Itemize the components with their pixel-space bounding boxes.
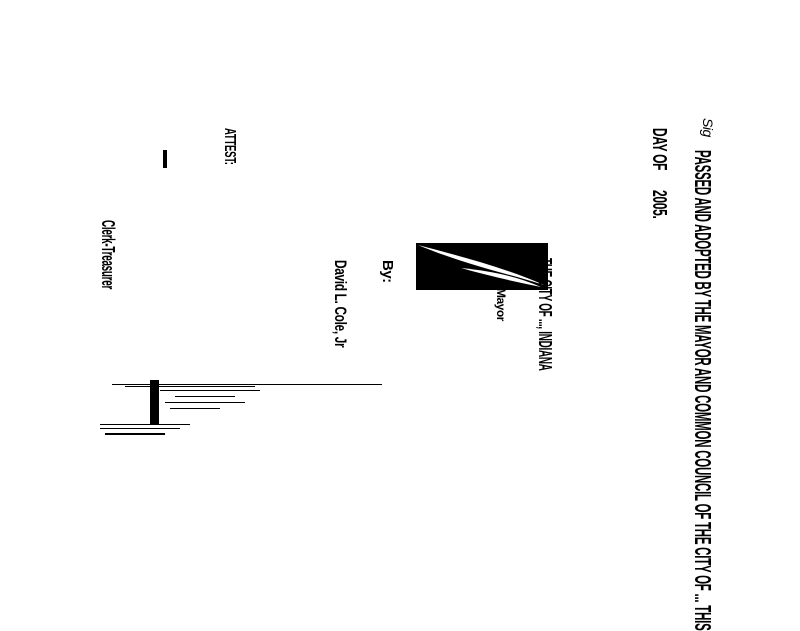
day-of-label: DAY OF bbox=[648, 128, 670, 171]
city-logo bbox=[416, 243, 548, 290]
resolution-text: PASSED AND ADOPTED BY THE MAYOR AND COMM… bbox=[690, 150, 716, 631]
by-label: By: bbox=[379, 260, 396, 283]
city-line: THE CITY OF ..., INDIANA bbox=[535, 258, 555, 371]
attest-signature-mark bbox=[163, 150, 167, 168]
swoosh-icon bbox=[418, 245, 544, 287]
signature-mark: Sig bbox=[700, 118, 716, 137]
year-text: 2005. bbox=[648, 190, 670, 219]
mayor-label: Mayor bbox=[494, 288, 508, 321]
clerk-label: Clerk-Treasurer bbox=[98, 220, 118, 290]
signer-name: David L. Cole, Jr bbox=[331, 260, 350, 348]
attest-label: ATTEST: bbox=[221, 128, 238, 165]
